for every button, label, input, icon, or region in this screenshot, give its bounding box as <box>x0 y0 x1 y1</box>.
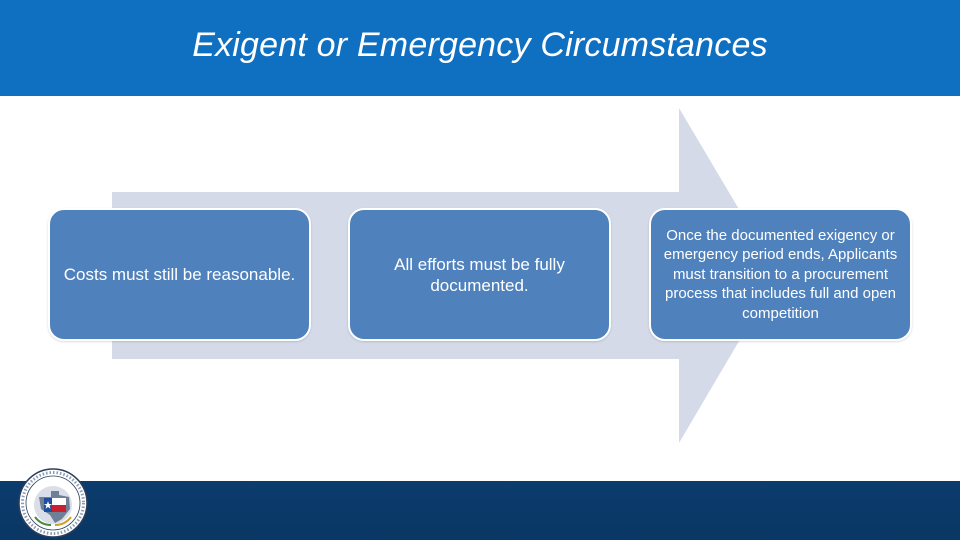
footer-bar <box>0 481 960 540</box>
step-text-2: All efforts must be fully documented. <box>394 254 565 295</box>
step-box-3: Once the documented exigency or emergenc… <box>649 208 912 341</box>
title-bar: Exigent or Emergency Circumstances <box>0 0 960 96</box>
slide-title: Exigent or Emergency Circumstances <box>192 26 768 64</box>
step-text-1: Costs must still be reasonable. <box>63 265 296 284</box>
step-text-3: Once the documented exigency or emergenc… <box>663 226 898 322</box>
step-box-2: All efforts must be fully documented. <box>348 208 611 341</box>
state-seal-icon <box>18 468 88 538</box>
step-box-1: Costs must still be reasonable. <box>48 208 311 341</box>
